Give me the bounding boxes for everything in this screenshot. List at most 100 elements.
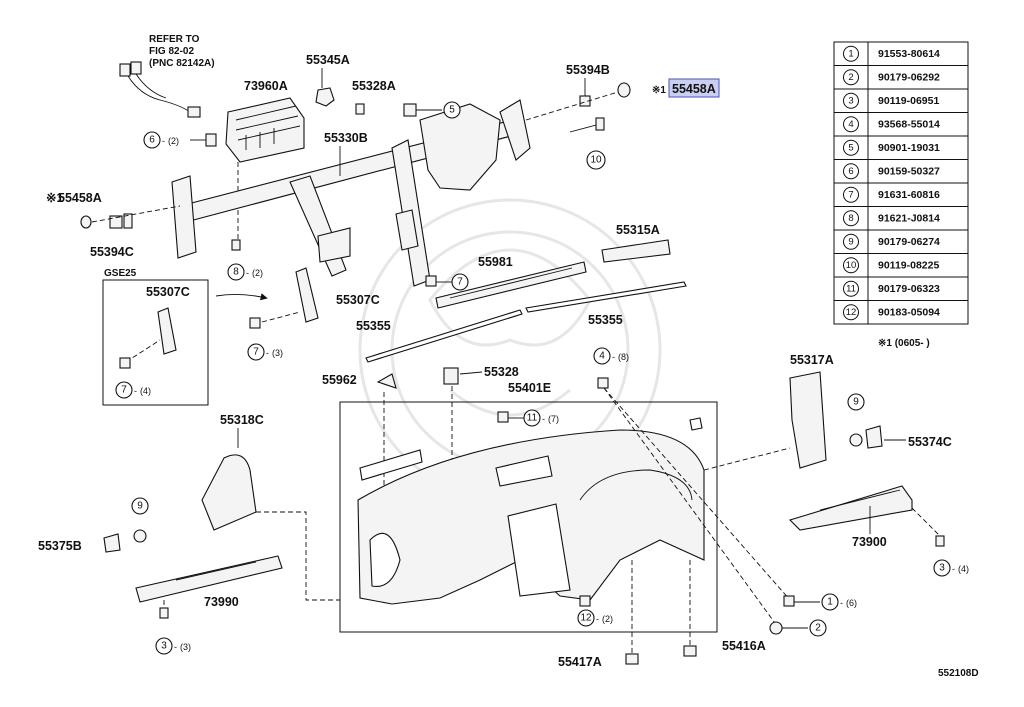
- bolt-8[interactable]: [231, 239, 241, 251]
- airbag-73960A[interactable]: [225, 97, 305, 163]
- callout-3-left[interactable]: 3 - (3): [155, 637, 191, 655]
- table-row-number: 6: [848, 166, 853, 177]
- table-row-part-number[interactable]: 90183-05094: [878, 306, 940, 318]
- reinforcement-55330B[interactable]: [171, 99, 531, 287]
- callout-6[interactable]: 6 - (2): [143, 131, 206, 149]
- callout-11[interactable]: 11 - (7): [508, 409, 559, 427]
- callout-5[interactable]: 5: [416, 101, 461, 119]
- callout-1[interactable]: 1 - (6): [794, 593, 857, 611]
- callout-9-left[interactable]: 9: [131, 497, 149, 515]
- table-row-number: 4: [848, 119, 853, 130]
- callout-7-c[interactable]: 7 - (4): [115, 381, 151, 399]
- svg-text:-: -: [612, 352, 615, 362]
- label-55328A: 55328A: [352, 79, 396, 93]
- table-row-part-number[interactable]: 90901-19031: [878, 142, 940, 154]
- bracket-55374C[interactable]: [865, 425, 883, 449]
- table-row-part-number[interactable]: 90159-50327: [878, 165, 940, 177]
- nut-9-right[interactable]: [849, 433, 863, 447]
- svg-text:(8): (8): [618, 352, 629, 362]
- svg-text:11: 11: [527, 413, 538, 424]
- table-row-part-number[interactable]: 90119-08225: [878, 259, 939, 271]
- table-row-part-number[interactable]: 90119-06951: [878, 95, 939, 107]
- bolt-10[interactable]: [569, 117, 605, 133]
- washer-55458A-left[interactable]: [80, 215, 92, 229]
- svg-text:9: 9: [853, 397, 859, 408]
- vent-55962[interactable]: [376, 373, 397, 389]
- clip-5[interactable]: [403, 103, 417, 117]
- svg-text:-: -: [266, 348, 269, 358]
- table-row-part-number[interactable]: 93568-55014: [878, 118, 940, 130]
- figure-code: 552108D: [938, 668, 979, 679]
- svg-text:(2): (2): [252, 268, 263, 278]
- strip-55355-left[interactable]: [365, 309, 523, 363]
- svg-text:-: -: [596, 614, 599, 624]
- instrument-panel-55401E[interactable]: [357, 417, 705, 605]
- duct-55981[interactable]: [435, 261, 587, 309]
- table-row-part-number[interactable]: 90179-06292: [878, 71, 940, 83]
- callout-7-b[interactable]: 7 - (3): [247, 343, 283, 361]
- table-row-number-circle: [843, 304, 859, 321]
- table-row-part-number[interactable]: 91631-60816: [878, 189, 940, 201]
- bolt-7-a[interactable]: [425, 275, 437, 287]
- clip-55417A[interactable]: [625, 653, 639, 665]
- callout-2[interactable]: 2: [782, 619, 827, 637]
- bolt-7-b[interactable]: [249, 317, 261, 329]
- label-55458A-left: 55458A: [58, 191, 102, 205]
- bushing-55394C[interactable]: [109, 213, 133, 229]
- svg-text:7: 7: [121, 385, 127, 396]
- wire-harness-part[interactable]: [119, 61, 201, 118]
- nut-9-left[interactable]: [133, 529, 147, 543]
- strip-55355-right[interactable]: [525, 281, 687, 313]
- clip-1[interactable]: [783, 595, 795, 607]
- bracket-55345A[interactable]: [315, 87, 335, 107]
- side-panel-55318C[interactable]: [201, 454, 257, 531]
- table-row-number-circle: [843, 163, 859, 180]
- bracket-55307C-inset[interactable]: [157, 307, 177, 355]
- table-row-number-circle: [843, 280, 859, 297]
- svg-text:※1: ※1: [652, 85, 666, 96]
- glove-box-73900[interactable]: [788, 485, 913, 531]
- clip-55416A[interactable]: [683, 645, 697, 657]
- callout-7-a[interactable]: 7: [436, 273, 469, 291]
- table-footnote: ※1 (0605- ): [878, 338, 930, 349]
- bolt-4[interactable]: [597, 377, 609, 389]
- side-panel-55317A[interactable]: [789, 371, 827, 469]
- table-row-number-circle: [843, 233, 859, 250]
- knee-panel-73990[interactable]: [135, 555, 283, 603]
- callout-3-right[interactable]: 3 - (4): [933, 559, 969, 577]
- table-row-number-circle: [843, 210, 859, 227]
- svg-text:1: 1: [827, 597, 833, 608]
- bolt-3-right[interactable]: [935, 535, 945, 547]
- callout-4[interactable]: 4 - (8): [593, 347, 629, 365]
- bracket-55307C[interactable]: [295, 267, 319, 323]
- bolt-3-left[interactable]: [159, 607, 169, 619]
- callout-10[interactable]: 10: [586, 150, 606, 170]
- svg-text:-: -: [840, 598, 843, 608]
- label-55458A-right: 55458A: [672, 82, 716, 96]
- nut-2[interactable]: [769, 621, 783, 635]
- callout-12[interactable]: 12 - (2): [577, 609, 613, 627]
- svg-text:(PNC 82142A): (PNC 82142A): [149, 58, 215, 69]
- table-row-number: 5: [848, 142, 853, 153]
- table-row-part-number[interactable]: 90179-06274: [878, 236, 940, 248]
- bracket-55375B[interactable]: [103, 533, 121, 553]
- table-row-part-number[interactable]: 91621-J0814: [878, 212, 940, 224]
- table-row-part-number[interactable]: 90179-06323: [878, 283, 940, 295]
- panel-55315A[interactable]: [601, 239, 671, 263]
- callout-8[interactable]: 8 - (2): [227, 263, 263, 281]
- clip-11[interactable]: [497, 411, 509, 423]
- washer-55458A-right[interactable]: [617, 82, 631, 98]
- bolt-7-c[interactable]: [119, 357, 131, 369]
- clip-55328[interactable]: [443, 367, 459, 385]
- callout-9-right[interactable]: 9: [847, 393, 865, 411]
- highlight-55458A[interactable]: [668, 78, 720, 98]
- table-row-number: 10: [846, 260, 857, 271]
- clip-12[interactable]: [579, 595, 591, 607]
- bolt-6[interactable]: [205, 133, 217, 147]
- table-row-number-circle: [843, 139, 859, 156]
- table-row-part-number[interactable]: 91553-80614: [878, 48, 940, 60]
- clip-55328A[interactable]: [355, 103, 365, 115]
- table-row-number-circle: [843, 69, 859, 86]
